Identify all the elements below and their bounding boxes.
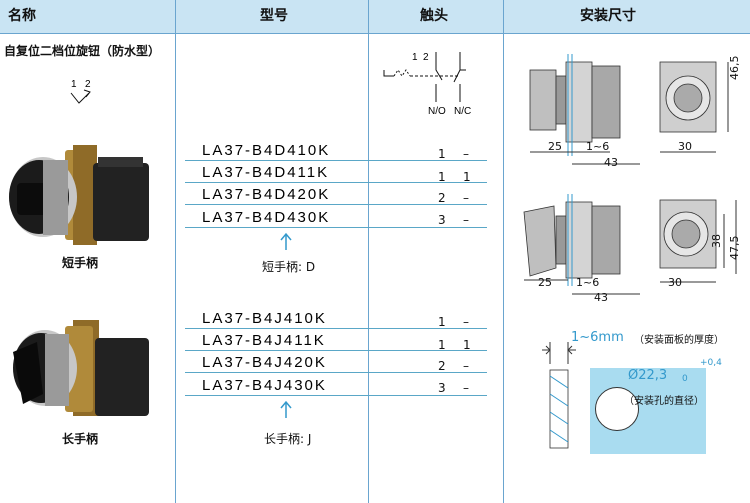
model-row: LA37-B4J410K <box>202 310 327 327</box>
nc-count: – <box>463 213 469 227</box>
model-row: LA37-B4D411K <box>202 164 330 181</box>
dim-25: 25 <box>538 276 552 289</box>
dim-25: 25 <box>548 140 562 153</box>
short-handle-caption: 短手柄 <box>62 256 99 270</box>
nc-count: 1 <box>463 338 471 352</box>
contact-diagram-icon: 1 2 N/O N/C <box>383 52 471 117</box>
model-row: LA37-B4J420K <box>202 354 327 371</box>
product-title: 自复位二档位旋钮（防水型） <box>4 44 161 58</box>
contact-pos-1: 1 <box>412 52 418 63</box>
row-rule <box>185 328 487 329</box>
model-row: LA37-B4J430K <box>202 377 327 394</box>
panel-thickness-note: （安装面板的厚度） <box>634 335 724 346</box>
column-divider <box>175 0 176 503</box>
long-handle-note: 长手柄: J <box>264 432 312 446</box>
no-count: 2 <box>438 191 446 205</box>
nc-count: – <box>463 359 469 373</box>
dim-30: 30 <box>678 140 692 153</box>
header-model: 型号 <box>260 8 288 24</box>
nc-count: 1 <box>463 170 471 184</box>
nc-count: – <box>463 191 469 205</box>
short-handle-dimension-drawing <box>529 54 729 165</box>
model-row: LA37-B4D410K <box>202 142 331 159</box>
header-dims: 安装尺寸 <box>580 8 636 24</box>
short-handle-note: 短手柄: D <box>262 260 316 274</box>
column-divider <box>503 0 504 503</box>
panel-thickness-drawing <box>542 342 576 449</box>
short-handle-switch-image <box>9 145 149 245</box>
dim-30: 30 <box>668 276 682 289</box>
header-contact: 触头 <box>420 8 448 24</box>
nc-count: – <box>463 315 469 329</box>
model-row: LA37-B4D420K <box>202 186 331 203</box>
dim-46-5: 46,5 <box>728 55 741 81</box>
no-label: N/O <box>428 106 446 117</box>
dim-38: 38 <box>710 234 723 248</box>
column-divider <box>368 0 369 503</box>
header-name: 名称 <box>8 8 36 24</box>
hole-note: （安装孔的直径） <box>624 396 704 407</box>
long-handle-dimension-drawing <box>523 194 737 295</box>
no-count: 1 <box>438 315 446 329</box>
model-row: LA37-B4D430K <box>202 209 331 226</box>
mounting-hole <box>595 387 639 431</box>
arrow-up-icon <box>280 400 292 418</box>
no-count: 1 <box>438 170 446 184</box>
panel-thickness: 1~6mm <box>571 330 624 345</box>
position-symbol-icon: 1 2 <box>70 79 91 104</box>
row-rule <box>185 204 487 205</box>
row-rule <box>185 227 487 228</box>
long-handle-caption: 长手柄 <box>62 432 99 446</box>
arrow-up-icon <box>280 232 292 250</box>
model-row: LA37-B4J411K <box>202 332 326 349</box>
dim-47-5: 47,5 <box>728 235 741 261</box>
row-rule <box>185 372 487 373</box>
table-header <box>0 0 750 34</box>
contact-pos-2: 2 <box>423 52 429 63</box>
no-count: 2 <box>438 359 446 373</box>
dim-1-6: 1~6 <box>576 276 600 289</box>
hole-diameter: Ø22,3 <box>628 368 668 383</box>
dim-1-6: 1~6 <box>586 140 610 153</box>
long-handle-switch-image <box>13 320 149 416</box>
nc-count: – <box>463 147 469 161</box>
nc-count: – <box>463 381 469 395</box>
svg-text:2: 2 <box>85 79 91 90</box>
no-count: 1 <box>438 338 446 352</box>
row-rule <box>185 395 487 396</box>
nc-label: N/C <box>454 106 471 117</box>
hole-tolerance: +0,4 <box>700 358 722 368</box>
dim-43: 43 <box>604 156 618 169</box>
no-count: 1 <box>438 147 446 161</box>
row-rule <box>185 350 487 351</box>
row-rule <box>185 182 487 183</box>
no-count: 3 <box>438 213 446 227</box>
svg-text:1: 1 <box>71 79 77 90</box>
row-rule <box>185 160 487 161</box>
hole-sub: 0 <box>682 374 688 384</box>
dim-43: 43 <box>594 291 608 304</box>
no-count: 3 <box>438 381 446 395</box>
